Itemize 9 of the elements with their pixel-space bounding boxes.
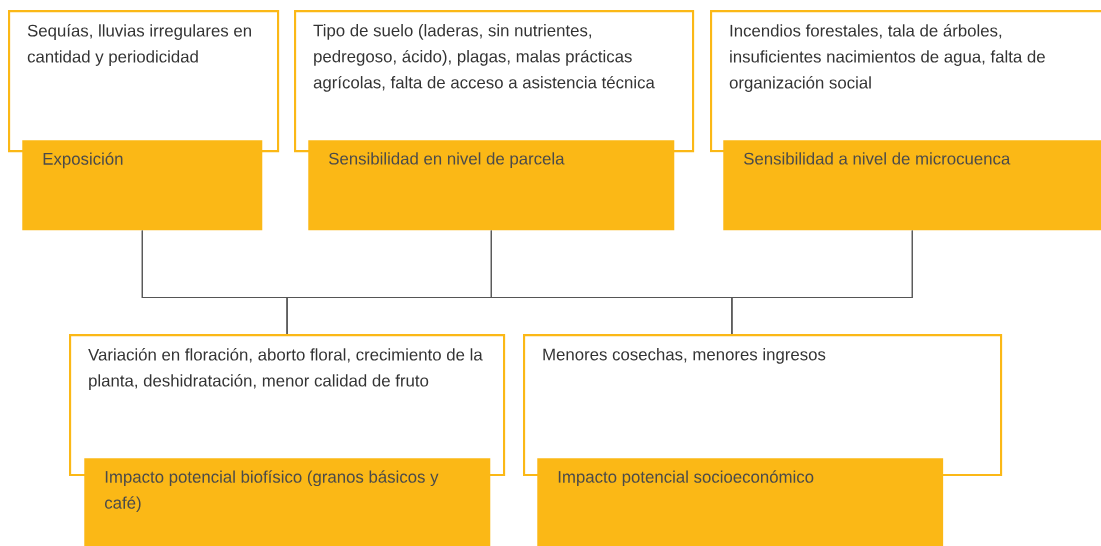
- text-box: Tipo de suelo (laderas, sin nutrientes, pedregoso, ácido), plagas, malas prácticas agrícolas, falta de acceso a asistencia técnica: [294, 10, 695, 153]
- label-box: Exposición: [22, 140, 263, 231]
- label-box: Impacto potencial biofísico (granos básicos y café): [84, 458, 491, 546]
- text-box: Sequías, lluvias irregulares en cantidad y periodicidad: [8, 10, 280, 153]
- label-box: Sensibilidad en nivel de parcela: [308, 140, 675, 231]
- label-box: Sensibilidad a nivel de microcuenca: [723, 140, 1101, 231]
- label-box: Impacto potencial socioeconómico: [537, 458, 944, 546]
- text-box: Incendios forestales, tala de árboles, insuficientes nacimientos de agua, falta de organización social: [710, 10, 1101, 153]
- connector-line: [731, 230, 913, 335]
